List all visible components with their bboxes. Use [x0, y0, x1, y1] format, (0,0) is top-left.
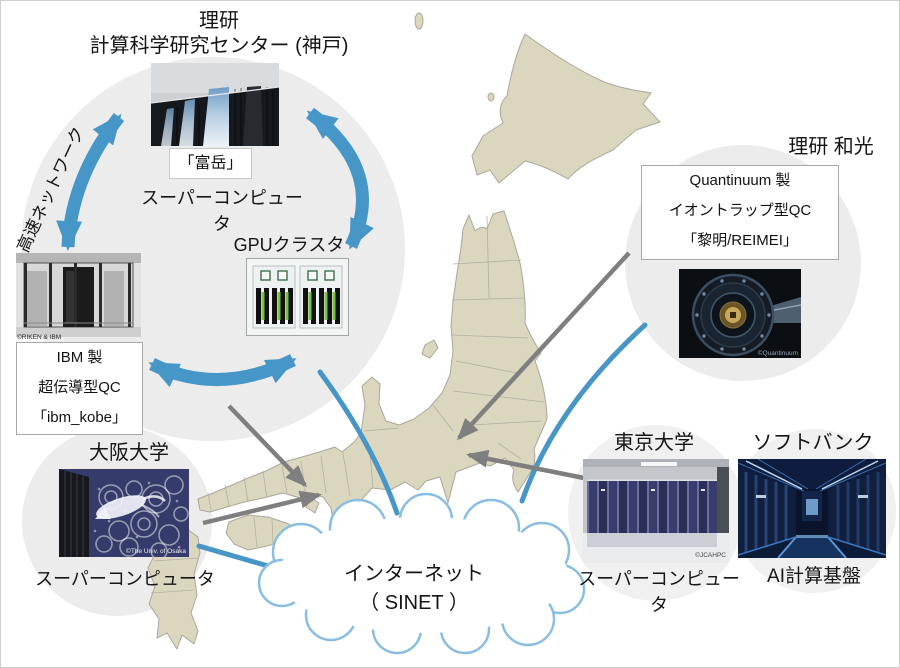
ibm-box-line1: IBM 製	[56, 349, 103, 366]
tokyo-photo: ©JCAHPC	[583, 459, 729, 563]
kobe-title-line2: 計算科学研究センター (神戸)	[89, 35, 349, 57]
osaka-photo: ©The Univ. of Osaka	[59, 469, 189, 557]
sinet-link-lines	[196, 322, 648, 571]
wako-title: 理研 和光	[788, 136, 874, 158]
ibm-photo-caption: ©RIKEN & IBM	[17, 334, 62, 341]
arrow-kobe-location	[227, 404, 308, 488]
internet-label-line1: インターネット	[344, 563, 484, 585]
arrow-osaka-location	[202, 490, 322, 526]
tokyo-photo-caption: ©JCAHPC	[695, 552, 726, 559]
softbank-title: ソフトバンク	[752, 432, 874, 454]
link-kobe-to-cloud	[317, 369, 400, 516]
fugaku-label: 「富岳」	[178, 155, 243, 172]
link-osaka-to-cloud	[196, 543, 278, 571]
osaka-title: 大阪大学	[89, 442, 169, 464]
reimei-photo: ©Quantinuum	[679, 269, 801, 358]
kobe-title-line1: 理研	[199, 10, 239, 32]
wako-box-line1: Quantinuum 製	[689, 172, 791, 189]
kobe-title: 理研 計算科学研究センター (神戸)	[54, 9, 384, 59]
ibm-box-line2: 超伝導型QC	[38, 379, 121, 396]
fugaku-photo	[151, 63, 279, 146]
osaka-supercomputer-label: スーパーコンピュータ	[35, 569, 215, 589]
softbank-ai-label: AI計算基盤	[767, 566, 861, 587]
gpu-cluster-label: GPUクラスタ	[233, 235, 345, 255]
sync-arrow-fugaku-ibm	[56, 112, 125, 251]
wako-box-line2: イオントラップ型QC	[668, 202, 812, 219]
ibm-qc-photo	[16, 253, 141, 337]
internet-label-line2: （ SINET ）	[359, 592, 469, 614]
link-wako-to-cloud	[519, 322, 648, 504]
wako-box-line3: 「黎明/REIMEI」	[682, 232, 798, 249]
location-pointer-arrows	[202, 251, 631, 526]
wako-qc-box: Quantinuum 製 イオントラップ型QC 「黎明/REIMEI」	[641, 165, 839, 260]
softbank-photo	[738, 459, 886, 558]
osaka-photo-caption: ©The Univ. of Osaka	[126, 548, 186, 555]
tokyo-supercomputer-label: スーパーコンピュータ	[578, 569, 740, 615]
tokyo-title: 東京大学	[614, 432, 694, 454]
reimei-photo-caption: ©Quantinuum	[757, 350, 798, 357]
gpu-cluster-image	[246, 258, 349, 336]
fast-network-sync-arrows	[56, 107, 374, 388]
arrow-tokyo-location	[466, 449, 585, 481]
ibm-box-line3: 「ibm_kobe」	[31, 409, 128, 426]
fugaku-caption: スーパーコンピュータ	[141, 188, 303, 234]
sync-arrow-fugaku-gpu	[306, 107, 374, 250]
sync-arrow-ibm-gpu	[148, 354, 297, 388]
fugaku-label-box: 「富岳」	[169, 148, 252, 179]
ibm-qc-box: IBM 製 超伝導型QC 「ibm_kobe」	[16, 342, 143, 435]
internet-cloud	[257, 492, 586, 655]
arrow-wako-location	[456, 251, 631, 441]
